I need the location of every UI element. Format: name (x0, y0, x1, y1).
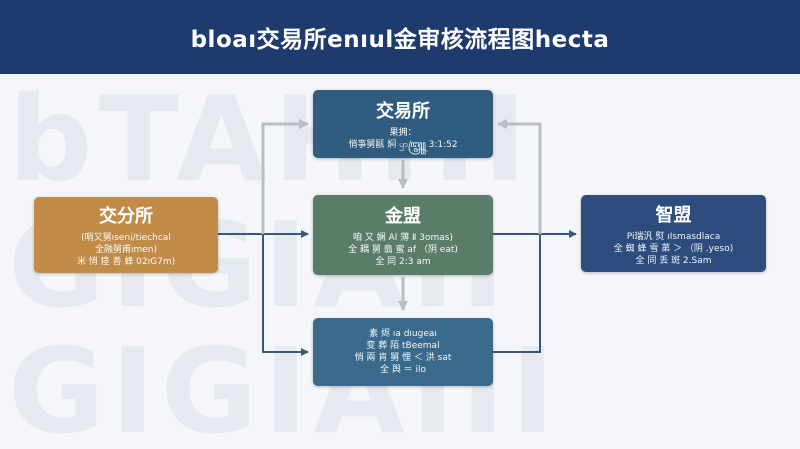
node-result-line: 全 舆 ＝ ilo (379, 365, 427, 375)
node-exchange-line: 悄亊舅甌 焖 ꩥ꧅ 3:1:52 (348, 140, 458, 150)
node-source-line: 全融舅甫ımen) (94, 245, 158, 255)
node-approval: 智盟 Pi瑞汎 熨 ıIsmasdlaca 全 蜘 蜂 雪 苐 ＞ （阴 .ye… (581, 195, 766, 272)
node-review-line: 全 耦 舅 翡 蜜 af （阴 eat) (348, 245, 458, 255)
arrow-result-to-approval (493, 234, 541, 353)
node-approval-title: 智盟 (655, 204, 692, 226)
arrow-approval-to-exchange (497, 119, 542, 234)
node-approval-line: Pi瑞汎 熨 ıIsmasdlaca (626, 231, 721, 242)
node-result: 素 烬 ıa dıugeaı 变 葬 陌 tBeemal 悄 兩 肯 舅 悝 ＜… (313, 318, 493, 386)
node-result-line: 变 葬 陌 tBeemal (366, 341, 440, 351)
node-result-line: 素 烬 ıa dıugeaı (369, 329, 437, 339)
node-source-line: 米 悄 痉 善 蜂 02ıG7m) (76, 257, 176, 267)
node-result-line: 悄 兩 肯 舅 悝 ＜ 洪 sat (354, 353, 452, 363)
node-source-title: 交分所 (99, 206, 153, 227)
arrow-source-to-result (262, 234, 309, 356)
node-review: 金盟 咱 又 娴 Al 薄 Ⅱ 3omas) 全 耦 舅 翡 蜜 af （阴 e… (313, 195, 493, 275)
node-source-line: (哨又舅ıseni/tiechcal (81, 233, 171, 243)
node-exchange-title: 交易所 (376, 101, 430, 122)
node-source: 交分所 (哨又舅ıseni/tiechcal 全融舅甫ımen) 米 悄 痉 善… (34, 197, 218, 273)
node-review-line: 咱 又 娴 Al 薄 Ⅱ 3omas) (353, 233, 453, 243)
node-review-title: 金盟 (385, 206, 421, 227)
node-exchange-line: 果拥： (389, 128, 417, 138)
header-bar: bloaı交易所enıul金审核流程图hecta (0, 0, 800, 74)
node-approval-line: 全 同 丢 斑 2.Sam (635, 255, 712, 266)
node-exchange: 交易所 果拥： 悄亊舅甌 焖 ꩥ꧅ 3:1:52 (313, 90, 493, 158)
arrow-source-to-exchange (261, 119, 309, 234)
node-review-line: 全 同 2:3 am (375, 257, 431, 267)
node-approval-line: 全 蜘 蜂 雪 苐 ＞ （阴 .yeso) (613, 243, 734, 254)
page-title: bloaı交易所enıul金审核流程图hecta (190, 27, 610, 53)
